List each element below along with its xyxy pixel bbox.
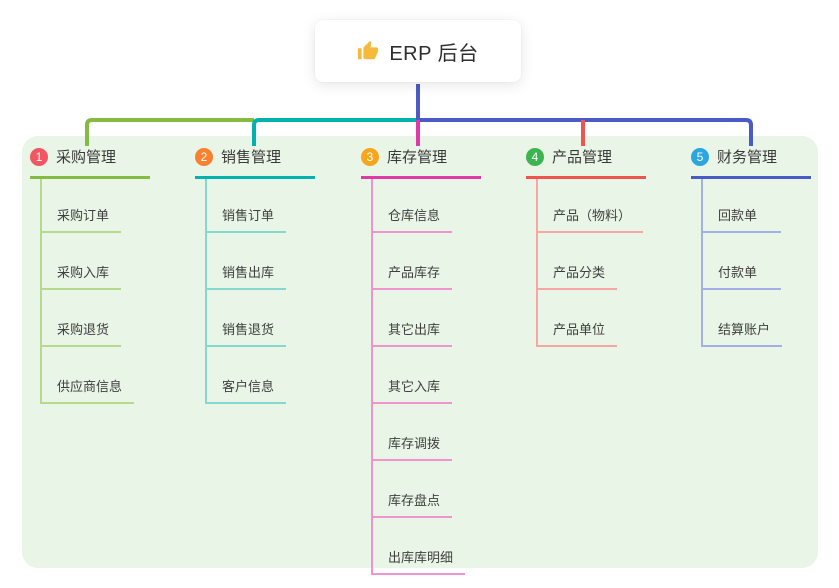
tree-node[interactable]: 供应商信息 xyxy=(42,347,135,404)
tree-node-label: 库存盘点 xyxy=(388,493,441,508)
branch-label: 采购管理 xyxy=(56,149,117,166)
badge-number: 2 xyxy=(195,147,213,166)
tree-node[interactable]: 结算账户 xyxy=(703,290,783,347)
tree-node-label: 产品分类 xyxy=(553,265,606,280)
tree-node[interactable]: 采购退货 xyxy=(42,290,122,347)
tree-node[interactable]: 付款单 xyxy=(703,233,781,290)
tree-node-label: 其它出库 xyxy=(388,322,441,337)
branch-finance-node[interactable]: 5 财务管理 xyxy=(691,146,811,179)
branch-sales-node[interactable]: 2 销售管理 xyxy=(195,146,315,179)
branch-finance-children: 回款单 付款单 结算账户 xyxy=(701,179,811,347)
branch-product-children: 产品（物料） 产品分类 产品单位 xyxy=(536,179,646,347)
branch-label: 产品管理 xyxy=(552,149,613,166)
tree-node[interactable]: 其它出库 xyxy=(373,290,453,347)
tree-node-label: 其它入库 xyxy=(388,379,441,394)
tree-node-label: 付款单 xyxy=(718,265,758,280)
branch-label: 财务管理 xyxy=(717,149,778,166)
tree-node[interactable]: 客户信息 xyxy=(207,347,287,404)
badge-number: 3 xyxy=(361,147,379,166)
tree-node[interactable]: 库存调拨 xyxy=(373,404,453,461)
tree-node-label: 仓库信息 xyxy=(388,208,441,223)
tree-node[interactable]: 其它入库 xyxy=(373,347,453,404)
badge-number: 1 xyxy=(30,147,48,166)
badge-number: 4 xyxy=(526,147,544,166)
tree-node-label: 销售出库 xyxy=(222,265,275,280)
tree-node-label: 采购入库 xyxy=(57,265,110,280)
branch-inventory: 3 库存管理 仓库信息 产品库存 其它出库 其它入库 库存调拨 库存盘点 出库库… xyxy=(361,146,481,575)
tree-node-label: 销售订单 xyxy=(222,208,275,223)
tree-node[interactable]: 销售订单 xyxy=(207,179,287,233)
tree-node[interactable]: 仓库信息 xyxy=(373,179,453,233)
tree-node-label: 销售退货 xyxy=(222,322,275,337)
tree-node-label: 产品单位 xyxy=(553,322,606,337)
tree-node[interactable]: 采购订单 xyxy=(42,179,122,233)
tree-node[interactable]: 产品库存 xyxy=(373,233,453,290)
tree-node[interactable]: 回款单 xyxy=(703,179,781,233)
tree-node[interactable]: 产品分类 xyxy=(538,233,618,290)
tree-node-label: 采购退货 xyxy=(57,322,110,337)
branches-background-panel xyxy=(22,136,818,568)
branch-product: 4 产品管理 产品（物料） 产品分类 产品单位 xyxy=(526,146,646,347)
branch-sales: 2 销售管理 销售订单 销售出库 销售退货 客户信息 xyxy=(195,146,315,404)
branch-inventory-children: 仓库信息 产品库存 其它出库 其它入库 库存调拨 库存盘点 出库库明细 xyxy=(371,179,481,575)
tree-node[interactable]: 产品单位 xyxy=(538,290,618,347)
branch-purchase-node[interactable]: 1 采购管理 xyxy=(30,146,150,179)
tree-node-label: 结算账户 xyxy=(718,322,771,337)
tree-node[interactable]: 销售出库 xyxy=(207,233,287,290)
branch-sales-children: 销售订单 销售出库 销售退货 客户信息 xyxy=(205,179,315,404)
tree-node-label: 客户信息 xyxy=(222,379,275,394)
tree-node-label: 回款单 xyxy=(718,208,758,223)
tree-node-label: 库存调拨 xyxy=(388,436,441,451)
tree-node-label: 出库库明细 xyxy=(388,550,454,565)
tree-node[interactable]: 出库库明细 xyxy=(373,518,466,575)
tree-node-label: 产品（物料） xyxy=(553,208,632,223)
branch-product-node[interactable]: 4 产品管理 xyxy=(526,146,646,179)
tree-node-label: 采购订单 xyxy=(57,208,110,223)
tree-node[interactable]: 库存盘点 xyxy=(373,461,453,518)
tree-node[interactable]: 产品（物料） xyxy=(538,179,644,233)
branch-purchase: 1 采购管理 采购订单 采购入库 采购退货 供应商信息 xyxy=(30,146,150,404)
tree-node[interactable]: 采购入库 xyxy=(42,233,122,290)
tree-node-label: 产品库存 xyxy=(388,265,441,280)
root-node[interactable]: ERP 后台 xyxy=(315,20,521,82)
root-node-title: ERP 后台 xyxy=(389,42,479,65)
tree-node-label: 供应商信息 xyxy=(57,379,123,394)
branch-label: 库存管理 xyxy=(387,149,448,166)
branch-purchase-children: 采购订单 采购入库 采购退货 供应商信息 xyxy=(40,179,150,404)
badge-number: 5 xyxy=(691,147,709,166)
branch-inventory-node[interactable]: 3 库存管理 xyxy=(361,146,481,179)
branch-finance: 5 财务管理 回款单 付款单 结算账户 xyxy=(691,146,811,347)
branch-label: 销售管理 xyxy=(221,149,282,166)
thumbs-up-icon xyxy=(358,40,379,60)
tree-node[interactable]: 销售退货 xyxy=(207,290,287,347)
